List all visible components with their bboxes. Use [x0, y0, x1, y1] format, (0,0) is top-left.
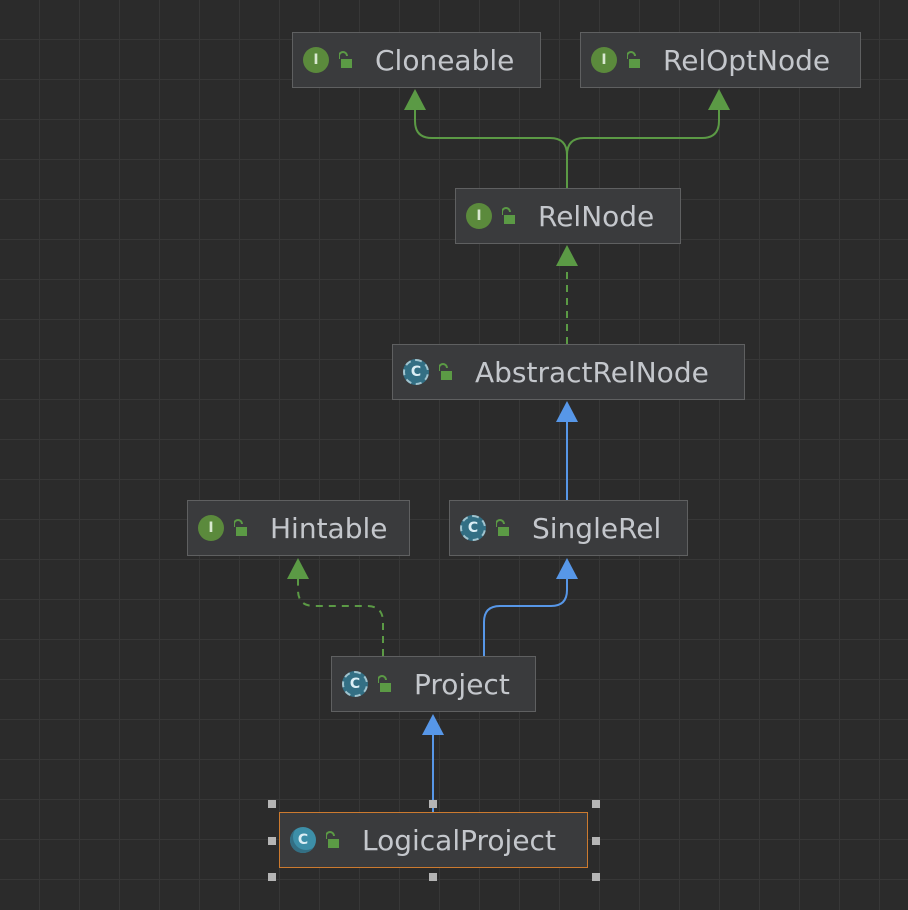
public-lock-icon — [378, 675, 391, 692]
node-reloptnode[interactable]: I RelOptNode — [580, 32, 861, 88]
node-label: Cloneable — [375, 43, 515, 77]
node-label: LogicalProject — [362, 823, 556, 857]
resize-handle-middle-right[interactable] — [592, 837, 600, 845]
node-label: RelNode — [538, 199, 655, 233]
edge-project-hintable — [297, 578, 384, 656]
public-lock-icon — [326, 831, 339, 848]
edge-relnode-cloneable — [414, 108, 568, 188]
arrowhead-singlerel — [556, 558, 578, 579]
edge-project-singlerel — [483, 578, 568, 656]
resize-handle-bottom-right[interactable] — [592, 873, 600, 881]
public-lock-icon — [234, 519, 247, 536]
edge-relnode-reloptnode — [566, 108, 720, 188]
public-lock-icon — [439, 363, 452, 380]
node-relnode[interactable]: I RelNode — [455, 188, 681, 244]
node-label: RelOptNode — [663, 43, 831, 77]
resize-handle-top-right[interactable] — [592, 800, 600, 808]
public-lock-icon — [496, 519, 509, 536]
node-logicalproject[interactable]: C LogicalProject — [279, 812, 588, 868]
abstract-class-icon: C — [460, 515, 486, 541]
interface-icon: I — [303, 47, 329, 73]
node-project[interactable]: C Project — [331, 656, 536, 712]
arrowhead-reloptnode — [708, 89, 730, 110]
node-cloneable[interactable]: I Cloneable — [292, 32, 541, 88]
resize-handle-middle-left[interactable] — [268, 837, 276, 845]
node-singlerel[interactable]: C SingleRel — [449, 500, 688, 556]
abstract-class-icon: C — [342, 671, 368, 697]
arrowhead-relnode — [556, 245, 578, 266]
interface-icon: I — [591, 47, 617, 73]
resize-handle-top-center[interactable] — [429, 800, 437, 808]
resize-handle-bottom-center[interactable] — [429, 873, 437, 881]
arrowhead-cloneable — [404, 89, 426, 110]
node-label: AbstractRelNode — [475, 355, 709, 389]
node-label: Project — [414, 667, 510, 701]
public-lock-icon — [339, 51, 352, 68]
interface-icon: I — [198, 515, 224, 541]
public-lock-icon — [627, 51, 640, 68]
node-hintable[interactable]: I Hintable — [187, 500, 410, 556]
resize-handle-top-left[interactable] — [268, 800, 276, 808]
resize-handle-bottom-left[interactable] — [268, 873, 276, 881]
arrowhead-hintable — [287, 558, 309, 579]
node-abstractrelnode[interactable]: C AbstractRelNode — [392, 344, 745, 400]
interface-icon: I — [466, 203, 492, 229]
public-lock-icon — [502, 207, 515, 224]
node-label: SingleRel — [532, 511, 662, 545]
node-label: Hintable — [270, 511, 388, 545]
arrowhead-project — [422, 714, 444, 735]
arrowhead-abstractrelnode — [556, 401, 578, 422]
class-icon: C — [290, 827, 316, 853]
abstract-class-icon: C — [403, 359, 429, 385]
